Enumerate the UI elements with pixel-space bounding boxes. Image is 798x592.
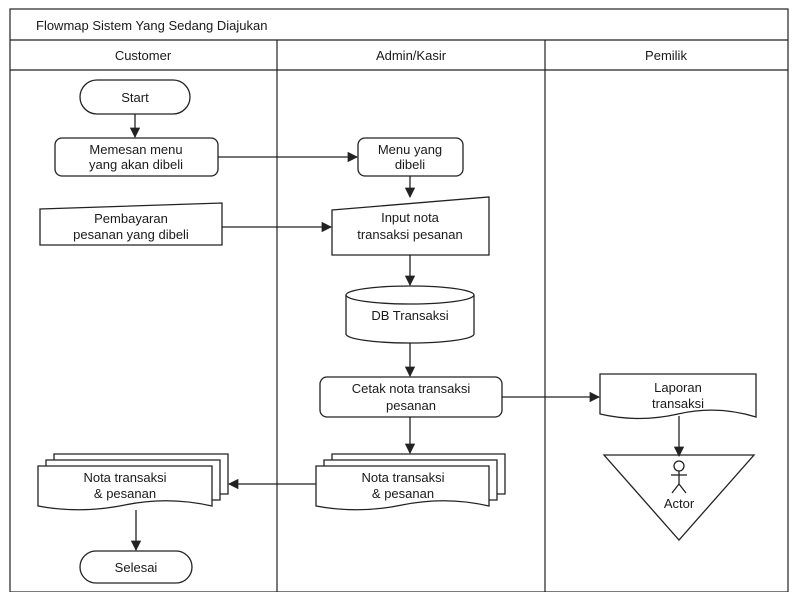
input-nota-line-2: transaksi pesanan xyxy=(357,227,463,242)
start-terminator: Start xyxy=(79,79,191,115)
selesai-terminator: Selesai xyxy=(79,550,193,584)
db-transaksi-label: DB Transaksi xyxy=(371,308,448,323)
nota-customer-line-1: Nota transaksi xyxy=(83,470,166,485)
memesan-menu-line-1: Memesan menu xyxy=(89,142,182,157)
actor-icon xyxy=(671,460,687,494)
diagram-title: Flowmap Sistem Yang Sedang Diajukan xyxy=(36,18,267,33)
cetak-nota-line-1: Cetak nota transaksi xyxy=(352,381,471,396)
memesan-menu-line-2: yang akan dibeli xyxy=(89,157,183,172)
process-memesan-menu: Memesan menu yang akan dibeli xyxy=(54,137,219,177)
input-nota-line-1: Input nota xyxy=(381,210,440,225)
process-menu-dibeli: Menu yang dibeli xyxy=(357,137,464,177)
input-pembayaran: Pembayaran pesanan yang dibeli xyxy=(39,202,223,246)
laporan-line-1: Laporan xyxy=(654,380,702,395)
lane-header-pemilik: Pemilik xyxy=(645,48,687,63)
swimlane-frame xyxy=(9,8,789,592)
lane-header-customer: Customer xyxy=(115,48,172,63)
cetak-nota-line-2: pesanan xyxy=(386,398,436,413)
input-nota-transaksi: Input nota transaksi pesanan xyxy=(331,196,490,256)
nota-customer-line-2: & pesanan xyxy=(94,486,156,501)
lane-header-admin-kasir: Admin/Kasir xyxy=(376,48,447,63)
laporan-line-2: transaksi xyxy=(652,396,704,411)
menu-dibeli-line-2: dibeli xyxy=(395,157,425,172)
process-cetak-nota: Cetak nota transaksi pesanan xyxy=(319,376,503,418)
database-transaksi: DB Transaksi xyxy=(345,285,475,344)
menu-dibeli-line-1: Menu yang xyxy=(378,142,442,157)
document-laporan-transaksi: Laporan transaksi xyxy=(599,373,757,420)
nota-admin-line-2: & pesanan xyxy=(372,486,434,501)
multidocument-nota-customer: Nota transaksi & pesanan xyxy=(37,453,229,511)
actor-label: Actor xyxy=(664,496,695,511)
start-label: Start xyxy=(121,90,149,105)
storage-actor: Actor xyxy=(602,454,756,541)
multidocument-nota-admin: Nota transaksi & pesanan xyxy=(315,453,506,511)
nota-admin-line-1: Nota transaksi xyxy=(361,470,444,485)
selesai-label: Selesai xyxy=(115,560,158,575)
pembayaran-line-2: pesanan yang dibeli xyxy=(73,227,189,242)
pembayaran-line-1: Pembayaran xyxy=(94,211,168,226)
